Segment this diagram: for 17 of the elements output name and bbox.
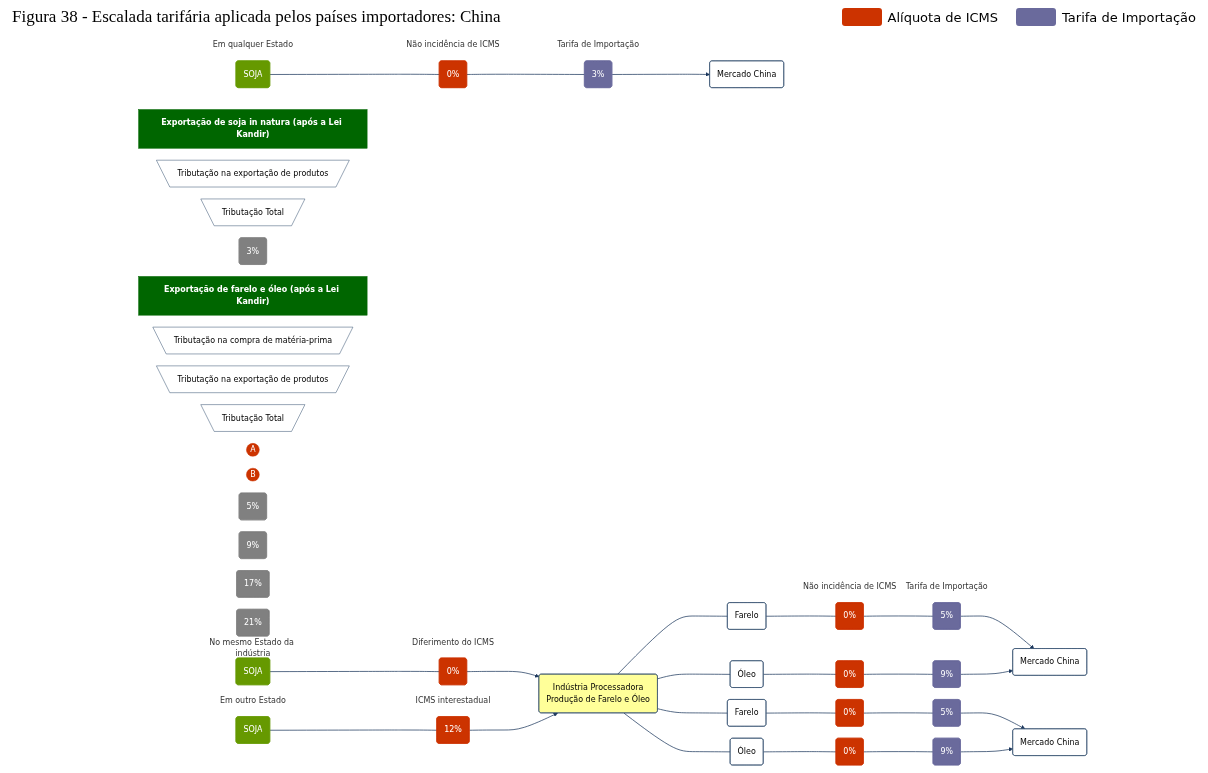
- legend-label: Alíquota de ICMS: [887, 9, 999, 25]
- connector: [863, 615, 934, 617]
- figure-title: Figura 38 - Escalada tarifária aplicada pelos países importadores: China: [12, 7, 501, 27]
- connector: [765, 615, 837, 617]
- connector: [623, 712, 731, 753]
- connector: [657, 673, 731, 680]
- connector: [466, 73, 585, 75]
- connector: [269, 671, 440, 672]
- connector: [863, 751, 934, 753]
- connector: [863, 673, 934, 675]
- connector: [269, 73, 440, 75]
- connector: [763, 751, 837, 753]
- connector: [617, 615, 728, 675]
- connector: [765, 712, 837, 714]
- connector: [657, 708, 728, 714]
- legend-label: Tarifa de Importação: [1062, 9, 1196, 25]
- connector: [763, 673, 837, 675]
